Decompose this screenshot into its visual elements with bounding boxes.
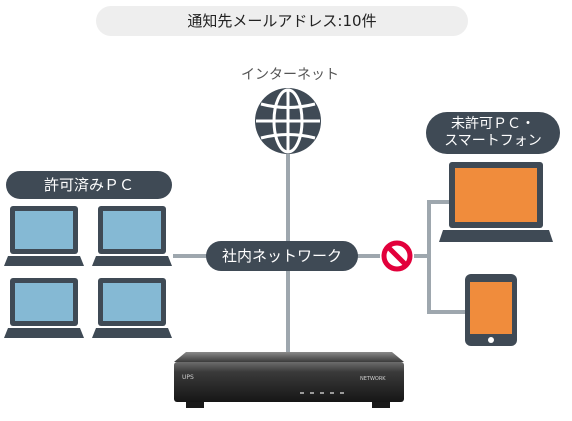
- allowed-laptop-3: [4, 278, 84, 338]
- unauthorized-branch: [427, 200, 465, 314]
- notification-caption: 通知先メールアドレス:10件: [96, 6, 468, 36]
- lan-label: 社内ネットワーク: [206, 241, 358, 271]
- allowed-laptop-4: [92, 278, 172, 338]
- unauthorized-devices-label: 未許可ＰＣ・ スマートフォン: [426, 112, 560, 154]
- unauthorized-laptop: [439, 162, 553, 242]
- no-entry-icon: [381, 240, 413, 272]
- appliance-badge: UPS: [182, 374, 194, 381]
- allowed-pc-label: 許可済みＰＣ: [6, 171, 172, 199]
- allowed-laptop-2: [92, 206, 172, 266]
- appliance-brand: NETWORK: [360, 376, 386, 382]
- unauthorized-tablet: [465, 274, 517, 346]
- network-appliance-icon: UPS NETWORK: [174, 352, 404, 408]
- internet-label: インターネット: [241, 67, 339, 83]
- unauthorized-label-line1: 未許可ＰＣ・: [451, 116, 535, 132]
- globe-icon: [255, 88, 321, 154]
- allowed-laptop-1: [4, 206, 84, 266]
- connection-lines: [173, 152, 465, 356]
- unauthorized-label-line2: スマートフォン: [444, 133, 542, 149]
